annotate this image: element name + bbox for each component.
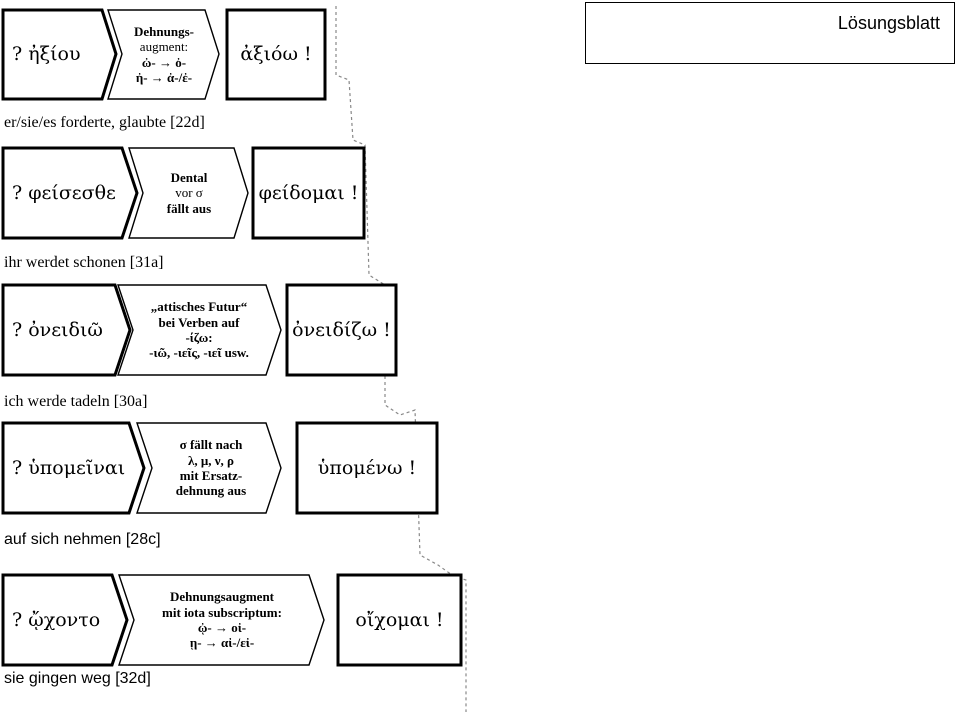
question-2-text: ? φείσεσθε bbox=[12, 181, 116, 204]
rule-4-line: λ, μ, ν, ρ bbox=[187, 452, 235, 468]
answer-5-text: οἴχομαι ! bbox=[355, 608, 444, 631]
rule-3: „attisches Futur“ bei Verben auf -ίζω: -… bbox=[128, 285, 270, 375]
translation-2: ihr werdet schonen [31a] bbox=[4, 254, 164, 271]
answer-2-text: φείδομαι ! bbox=[258, 181, 359, 204]
rule-1-line: ἠ- → ἀ-/ἐ- bbox=[135, 69, 193, 85]
question-5: ? ᾤχοντο bbox=[12, 575, 117, 665]
rule-1-line: augment: bbox=[139, 39, 189, 55]
rule-5-line: Dehnungsaugment bbox=[169, 589, 275, 605]
row-4-shapes bbox=[1, 421, 439, 515]
translation-3: ich werde tadeln [30a] bbox=[4, 393, 148, 410]
answer-5: οἴχομαι ! bbox=[338, 575, 461, 665]
rule-1-line: Dehnungs- bbox=[134, 23, 194, 39]
question-5-text: ? ᾤχοντο bbox=[12, 608, 101, 631]
sheet-title: Lösungsblatt bbox=[837, 13, 940, 33]
solution-sheet-title-box: Lösungsblatt bbox=[585, 2, 955, 64]
rule-4-line: σ fällt nach bbox=[179, 437, 243, 453]
rule-4-line: mit Ersatz- bbox=[179, 468, 243, 483]
dashed-divider bbox=[335, 6, 467, 712]
rule-5-line: ῃ- → αἰ-/εἰ- bbox=[189, 635, 255, 651]
row-2-shapes bbox=[1, 146, 366, 240]
answer-3-text: ὀνειδίζω ! bbox=[292, 318, 391, 341]
question-3: ? ὀνειδιῶ bbox=[12, 285, 117, 375]
rule-5-line: ᾠ- → οἰ- bbox=[197, 620, 247, 635]
question-3-text: ? ὀνειδιῶ bbox=[12, 318, 103, 341]
question-1: ? ἠξίου bbox=[12, 10, 107, 99]
rule-3-line: bei Verben auf bbox=[158, 314, 240, 330]
rule-1: Dehnungs- augment: ὠ- → ὀ- ἠ- → ἀ-/ἐ- bbox=[118, 10, 210, 99]
answer-2: φείδομαι ! bbox=[253, 148, 364, 238]
answer-1-text: ἀξιόω ! bbox=[240, 43, 312, 66]
translation-1: er/sie/es forderte, glaubte [22d] bbox=[4, 114, 205, 131]
answer-3: ὀνειδίζω ! bbox=[287, 285, 396, 375]
question-2: ? φείσεσθε bbox=[12, 148, 127, 238]
rule-3-line: „attisches Futur“ bbox=[150, 299, 248, 315]
rule-1-line: ὠ- → ὀ- bbox=[141, 54, 187, 70]
question-1-text: ? ἠξίου bbox=[12, 43, 81, 66]
rule-2-line: vor σ bbox=[175, 185, 203, 201]
rule-2-line: Dental bbox=[170, 170, 208, 185]
rule-2: Dental vor σ fällt aus bbox=[140, 148, 238, 238]
row-3-shapes bbox=[1, 283, 398, 377]
row-1-shapes bbox=[1, 8, 327, 101]
row-5-shapes bbox=[1, 573, 463, 667]
rule-4-line: dehnung aus bbox=[175, 483, 247, 499]
question-4-text: ? ὑπομεῖναι bbox=[12, 456, 126, 479]
translation-4: auf sich nehmen [28c] bbox=[4, 531, 161, 548]
rule-5-line: mit iota subscriptum: bbox=[162, 604, 282, 620]
translation-5: sie gingen weg [32d] bbox=[4, 670, 151, 687]
rule-4: σ fällt nach λ, μ, ν, ρ mit Ersatz- dehn… bbox=[150, 423, 272, 513]
rule-2-line: fällt aus bbox=[166, 200, 212, 216]
answer-1: ἀξιόω ! bbox=[227, 10, 325, 99]
rule-3-line: -ιῶ, -ιεῖς, -ιεῖ usw. bbox=[149, 345, 249, 361]
question-4: ? ὑπομεῖναι bbox=[12, 423, 132, 513]
answer-4-text: ὑπομένω ! bbox=[317, 456, 417, 479]
rule-5: Dehnungsaugment mit iota subscriptum: ᾠ-… bbox=[132, 575, 312, 665]
answer-4: ὑπομένω ! bbox=[297, 423, 437, 513]
rule-3-line: -ίζω: bbox=[185, 330, 213, 345]
